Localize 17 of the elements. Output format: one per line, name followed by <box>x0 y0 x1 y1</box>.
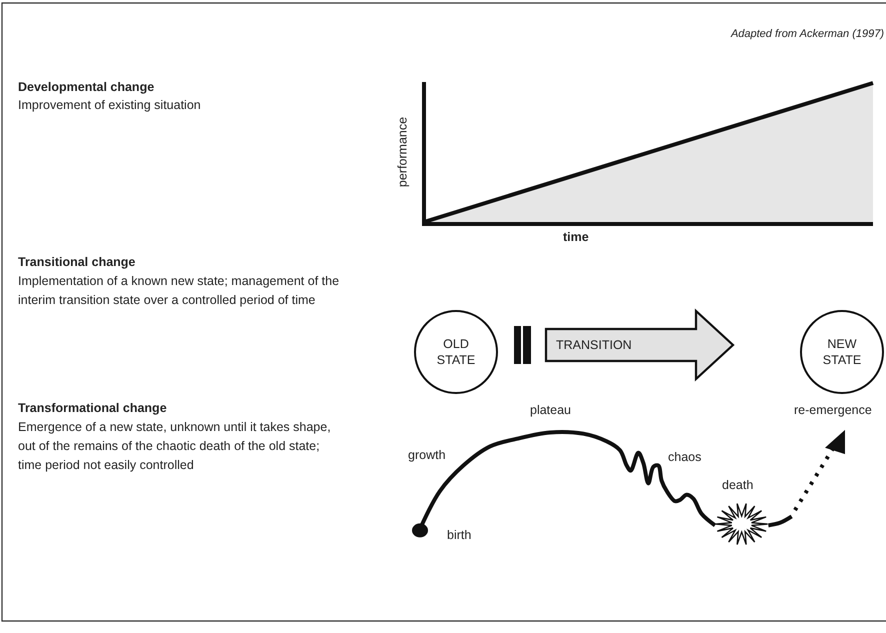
stage-label: re-emergence <box>794 402 872 419</box>
section-heading: Transitional change <box>18 254 136 271</box>
stage-label: growth <box>408 447 446 464</box>
state-label: NEW STATE <box>822 336 862 368</box>
axis-label: performance <box>394 116 410 188</box>
stage-label: plateau <box>530 402 572 419</box>
axis-label: time <box>563 229 590 246</box>
section-heading: Transformational change <box>18 400 168 417</box>
state-label: OLD STATE <box>436 336 476 368</box>
section-heading: Developmental change <box>18 79 156 96</box>
stage-label: birth <box>447 527 472 544</box>
description: Implementation of a known new state; management of the interim transition state over a controlled period of time <box>18 273 340 309</box>
stage-label: death <box>722 477 754 494</box>
description: Emergence of a new state, unknown until it takes shape, out of the remains of the chaotic death of the old state; time period not easily controlled <box>18 419 332 474</box>
description: Improvement of existing situation <box>18 97 202 114</box>
stage-label: chaos <box>668 449 702 466</box>
source-note: Adapted from Ackerman (1997) <box>730 27 884 42</box>
